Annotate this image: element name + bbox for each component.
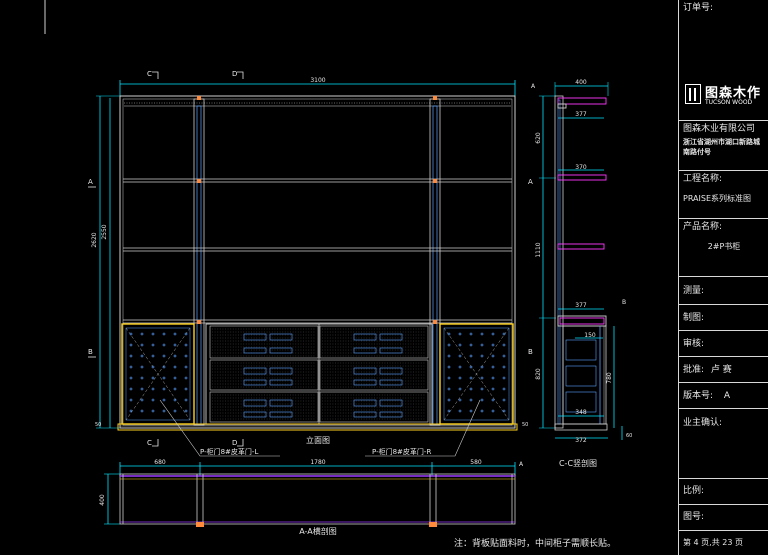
title-block: 订单号: 图森木作 TUCSON WOOD 图森木业有限公司 浙江省湖州市湖口新… [678, 0, 768, 555]
callout-right-door: P-柜门8#皮革门-R [372, 447, 431, 456]
dim-sec-top-inner: 377 [575, 111, 587, 118]
dim-sec-base-inner: 348 [575, 409, 587, 416]
plan-view: 680 1780 580 400 A A-A横剖图 [99, 459, 524, 536]
marker-b-right: B [528, 348, 533, 356]
marker-a-left: A [88, 178, 93, 186]
product-label: 产品名称: [683, 222, 723, 232]
marker-a-plan: A [519, 461, 524, 468]
owner-cell: 业主确认: [679, 408, 768, 478]
callout-left-door: P-柜门8#皮革门-L [200, 447, 258, 456]
dim-height-outer: 2620 [91, 232, 98, 247]
elevation-view: 3100 2620 2550 C D C D A B A B [88, 70, 533, 457]
version-cell: 版本号: A [679, 382, 768, 408]
svg-text:50: 50 [522, 422, 528, 428]
marker-a-section: A [531, 83, 536, 90]
section-view: 400 377 620 1110 820 370 377 150 [531, 79, 632, 468]
marker-b-left: B [88, 348, 93, 356]
drawn-label: 制图: [683, 313, 705, 323]
marker-b-section: B [622, 299, 626, 306]
marker-a-right: A [528, 178, 533, 186]
dim-sec-h1: 620 [535, 132, 542, 144]
dim-sec-h3: 820 [535, 368, 542, 380]
survey-label: 测量: [683, 286, 705, 296]
project-label: 工程名称: [683, 174, 723, 184]
dim-plan-depth: 400 [99, 494, 106, 506]
logo-en: TUCSON WOOD [705, 99, 753, 106]
dim-height-inner: 2550 [101, 224, 108, 239]
approve-label: 批准: [683, 365, 705, 375]
dim-sec-base: 372 [575, 437, 587, 444]
project-cell: 工程名称: PRAISE系列标准图 [679, 170, 768, 218]
approver-name: 卢 赛 [710, 365, 732, 375]
order-no-cell: 订单号: [679, 0, 768, 78]
version-label: 版本号: [683, 391, 714, 401]
marker-c-top: C [147, 70, 152, 78]
scale-label: 比例: [683, 486, 705, 496]
company-cell: 图森木业有限公司 浙江省湖州市湖口新路城南路付号 [679, 120, 768, 170]
dim-sec-top: 400 [575, 79, 587, 86]
dim-sec-small: 150 [584, 332, 596, 339]
cad-drawing: 3100 2620 2550 C D C D A B A B [44, 0, 632, 536]
product-cell: 产品名称: 2#P书柜 [679, 218, 768, 276]
dim-sec-shelf: 370 [575, 164, 587, 171]
dim-sec-bottom: 60 [626, 433, 632, 439]
logo-cn: 图森木作 [705, 86, 762, 101]
product-value: 2#P书柜 [707, 242, 741, 251]
logo-mark-icon [685, 84, 701, 104]
dim-plan-right: 580 [470, 459, 482, 466]
order-no-label: 订单号: [683, 3, 714, 13]
review-label: 审核: [683, 339, 705, 349]
version-value: A [723, 391, 731, 401]
svg-text:50: 50 [95, 422, 101, 428]
section-title: C-C竖剖图 [559, 458, 597, 468]
owner-label: 业主确认: [683, 418, 723, 428]
drawing-note: 注：背板贴面料时，中间柜子需顺长贴。 [454, 539, 617, 549]
marker-c-bottom: C [147, 439, 152, 447]
company-logo: 图森木作 TUCSON WOOD [685, 82, 765, 112]
company-address: 浙江省湖州市湖口新路城南路付号 [683, 138, 760, 156]
plan-title: A-A横剖图 [299, 526, 336, 536]
marker-d-top: D [232, 70, 237, 78]
marker-d-bottom: D [232, 439, 237, 447]
project-value: PRAISE系列标准图 [683, 194, 752, 203]
survey-cell: 测量: [679, 276, 768, 304]
dim-overall-width: 3100 [310, 77, 325, 84]
scale-cell: 比例: [679, 478, 768, 504]
company-name: 图森木业有限公司 [683, 124, 756, 134]
dim-plan-mid: 1780 [310, 459, 325, 466]
approve-cell: 批准: 卢 赛 [679, 356, 768, 382]
drawn-cell: 制图: [679, 304, 768, 330]
review-cell: 审核: [679, 330, 768, 356]
drawing-no-cell: 图号: [679, 504, 768, 530]
dim-sec-h4: 780 [606, 372, 613, 384]
page-cell: 第 4 页,共 23 页 [679, 530, 768, 555]
dim-sec-mid: 377 [575, 302, 587, 309]
dim-plan-left: 680 [154, 459, 166, 466]
page-label: 第 4 页,共 23 页 [683, 538, 743, 547]
dim-sec-h2: 1110 [535, 242, 542, 257]
drawing-no-label: 图号: [683, 512, 705, 522]
elevation-title: 立面图 [306, 435, 330, 445]
